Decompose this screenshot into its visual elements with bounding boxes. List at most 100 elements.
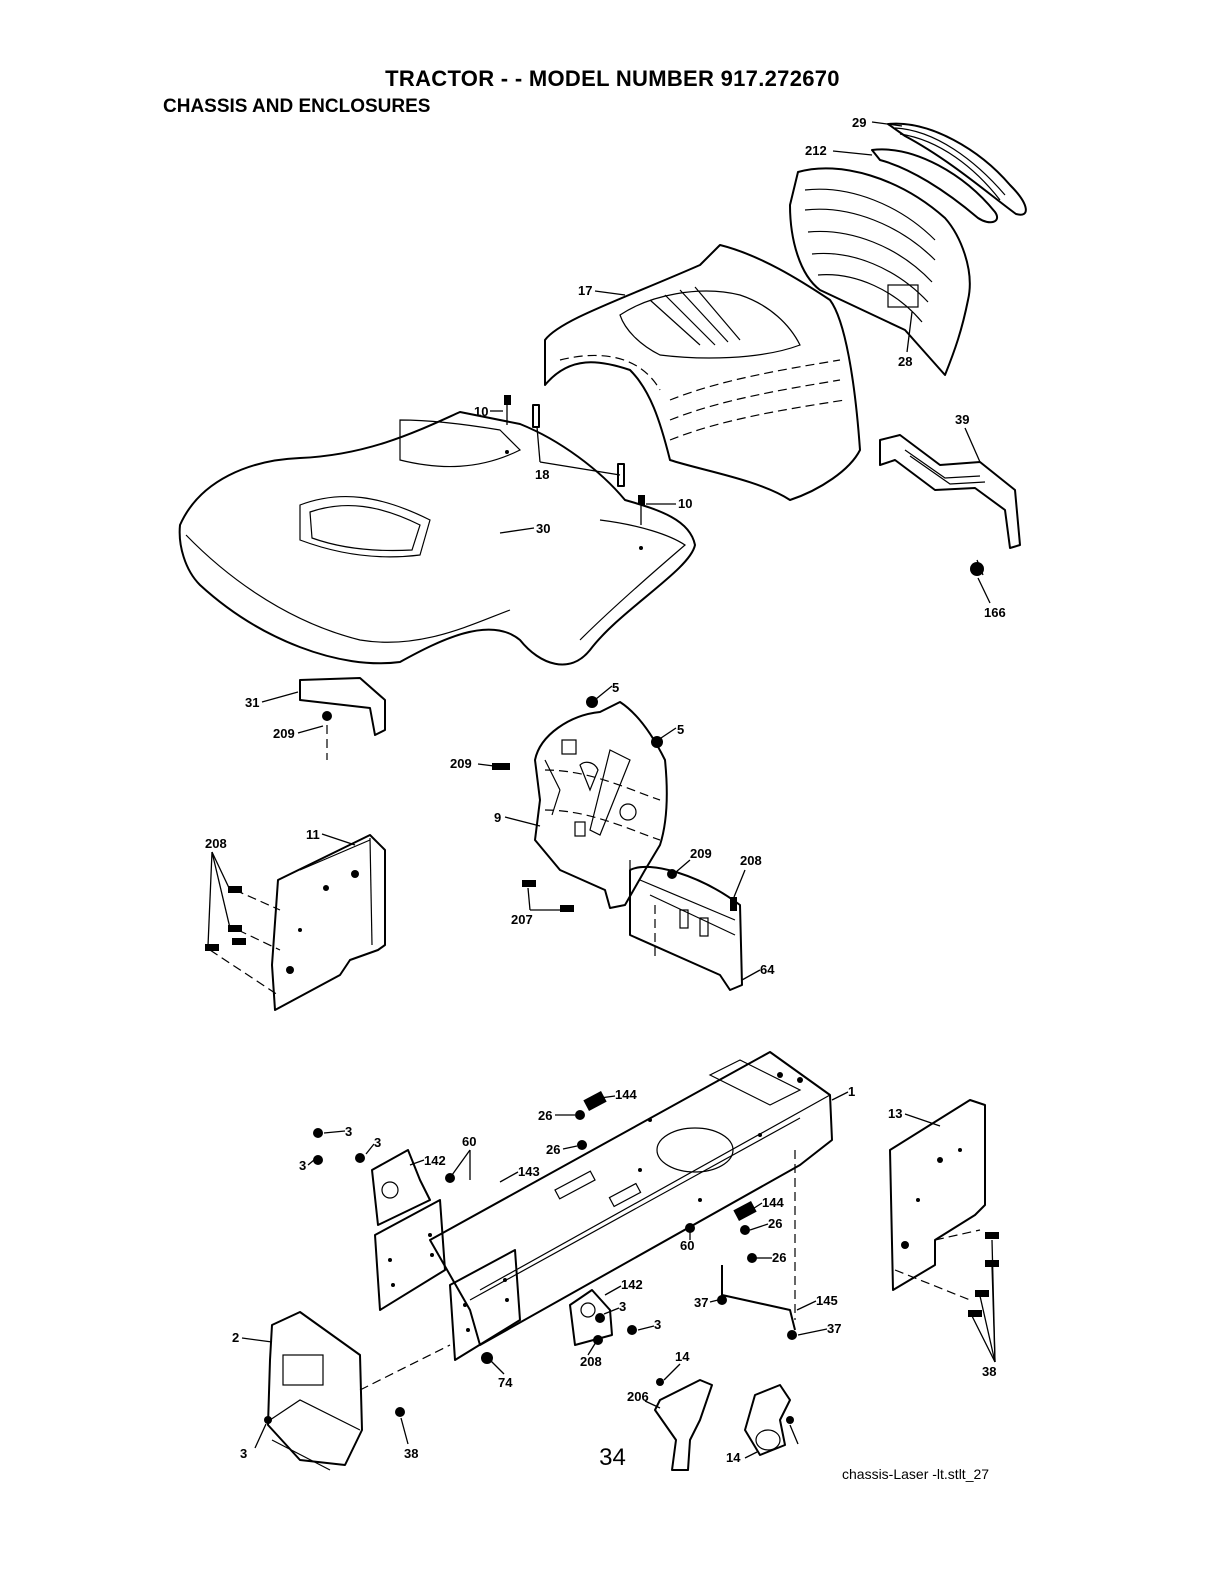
callout-3c: 3 [299,1158,314,1173]
callout-143: 143 [500,1164,540,1182]
svg-text:31: 31 [245,695,259,710]
callout-30: 30 [500,521,550,536]
svg-text:38: 38 [982,1364,996,1379]
callout-64: 64 [742,962,775,980]
callout-1: 1 [832,1084,855,1100]
callout-60a: 60 [452,1134,476,1180]
svg-text:3: 3 [374,1135,381,1150]
svg-text:18: 18 [535,467,549,482]
hardware-misc [264,1091,797,1424]
svg-text:3: 3 [654,1317,661,1332]
bolts-208c [968,1232,999,1317]
svg-text:209: 209 [450,756,472,771]
callout-5b: 5 [661,722,684,738]
svg-text:14: 14 [675,1349,690,1364]
svg-text:26: 26 [546,1142,560,1157]
svg-text:144: 144 [615,1087,637,1102]
svg-text:26: 26 [538,1108,552,1123]
svg-text:60: 60 [680,1238,694,1253]
callout-208a: 208 [205,836,230,946]
callout-3b: 3 [366,1135,381,1154]
grille-part [790,168,970,375]
callout-9: 9 [494,810,540,826]
svg-text:74: 74 [498,1375,513,1390]
callout-5a: 5 [596,680,619,699]
callout-3a: 3 [324,1124,352,1139]
side-panel-11 [210,835,385,1010]
callout-17: 17 [578,283,625,298]
callout-3e: 3 [638,1317,661,1332]
svg-text:60: 60 [462,1134,476,1149]
svg-text:208: 208 [580,1354,602,1369]
callout-60b: 60 [680,1232,694,1253]
diagram-file-reference: chassis-Laser -lt.stlt_27 [842,1466,989,1482]
svg-text:208: 208 [740,853,762,868]
callout-14b [790,1425,798,1444]
callout-2: 2 [232,1330,272,1345]
bolt-209b [667,869,677,879]
svg-text:17: 17 [578,283,592,298]
callout-37b: 37 [798,1321,841,1336]
screw-166 [970,560,984,576]
svg-text:142: 142 [621,1277,643,1292]
svg-text:64: 64 [760,962,775,977]
svg-text:3: 3 [345,1124,352,1139]
svg-text:37: 37 [694,1295,708,1310]
side-panel-13 [890,1100,985,1300]
callout-38a: 206 [627,1389,660,1408]
callout-3f: 208 [580,1342,602,1369]
svg-text:142: 142 [424,1153,446,1168]
hood-bolt-10b [638,495,645,525]
svg-text:5: 5 [677,722,684,737]
svg-text:28: 28 [898,354,912,369]
bolt-209a [492,763,510,770]
svg-text:39: 39 [955,412,969,427]
svg-text:5: 5 [612,680,619,695]
callout-209a: 209 [273,726,323,741]
fender-part [180,412,695,664]
callout-209c: 209 [676,846,712,872]
svg-text:26: 26 [768,1216,782,1231]
callout-209b: 209 [450,756,494,771]
bolts-208a [205,886,246,951]
svg-text:143: 143 [518,1164,540,1179]
callout-26c: 26 [750,1216,782,1231]
nut-5a [586,696,598,708]
svg-text:29: 29 [852,115,866,130]
svg-text:3: 3 [619,1299,626,1314]
svg-text:30: 30 [536,521,550,536]
callout-166: 166 [978,578,1006,620]
svg-text:144: 144 [762,1195,784,1210]
svg-text:26: 26 [772,1250,786,1265]
front-plate-right [450,1250,520,1360]
svg-text:145: 145 [816,1293,838,1308]
svg-text:37: 37 [827,1321,841,1336]
callout-212: 212 [805,143,872,158]
callout-39: 39 [955,412,980,462]
part-callouts: 29 212 17 28 10 18 39 10 30 166 5 31 5 2… [205,115,1006,1465]
svg-text:212: 212 [805,143,827,158]
callout-208b: 208 [734,853,762,897]
bracket-31 [300,678,385,760]
svg-text:2: 2 [232,1330,239,1345]
callout-26b: 26 [546,1142,577,1157]
callout-26a: 26 [538,1108,575,1123]
plate-142b [570,1290,612,1345]
callout-28: 28 [898,312,912,369]
callout-37a: 37 [694,1295,718,1310]
page-number: 34 [0,1444,1225,1472]
svg-text:3: 3 [299,1158,306,1173]
front-plate-left [375,1200,445,1310]
svg-text:1: 1 [848,1084,855,1099]
callout-14a: 14 [664,1349,690,1380]
callout-26d: 26 [756,1250,786,1265]
svg-text:9: 9 [494,810,501,825]
svg-text:209: 209 [273,726,295,741]
callout-142b: 142 [605,1277,643,1295]
bolt-208b [730,897,737,911]
svg-text:10: 10 [678,496,692,511]
svg-text:166: 166 [984,605,1006,620]
callout-207: 207 [511,888,563,927]
svg-text:207: 207 [511,912,533,927]
